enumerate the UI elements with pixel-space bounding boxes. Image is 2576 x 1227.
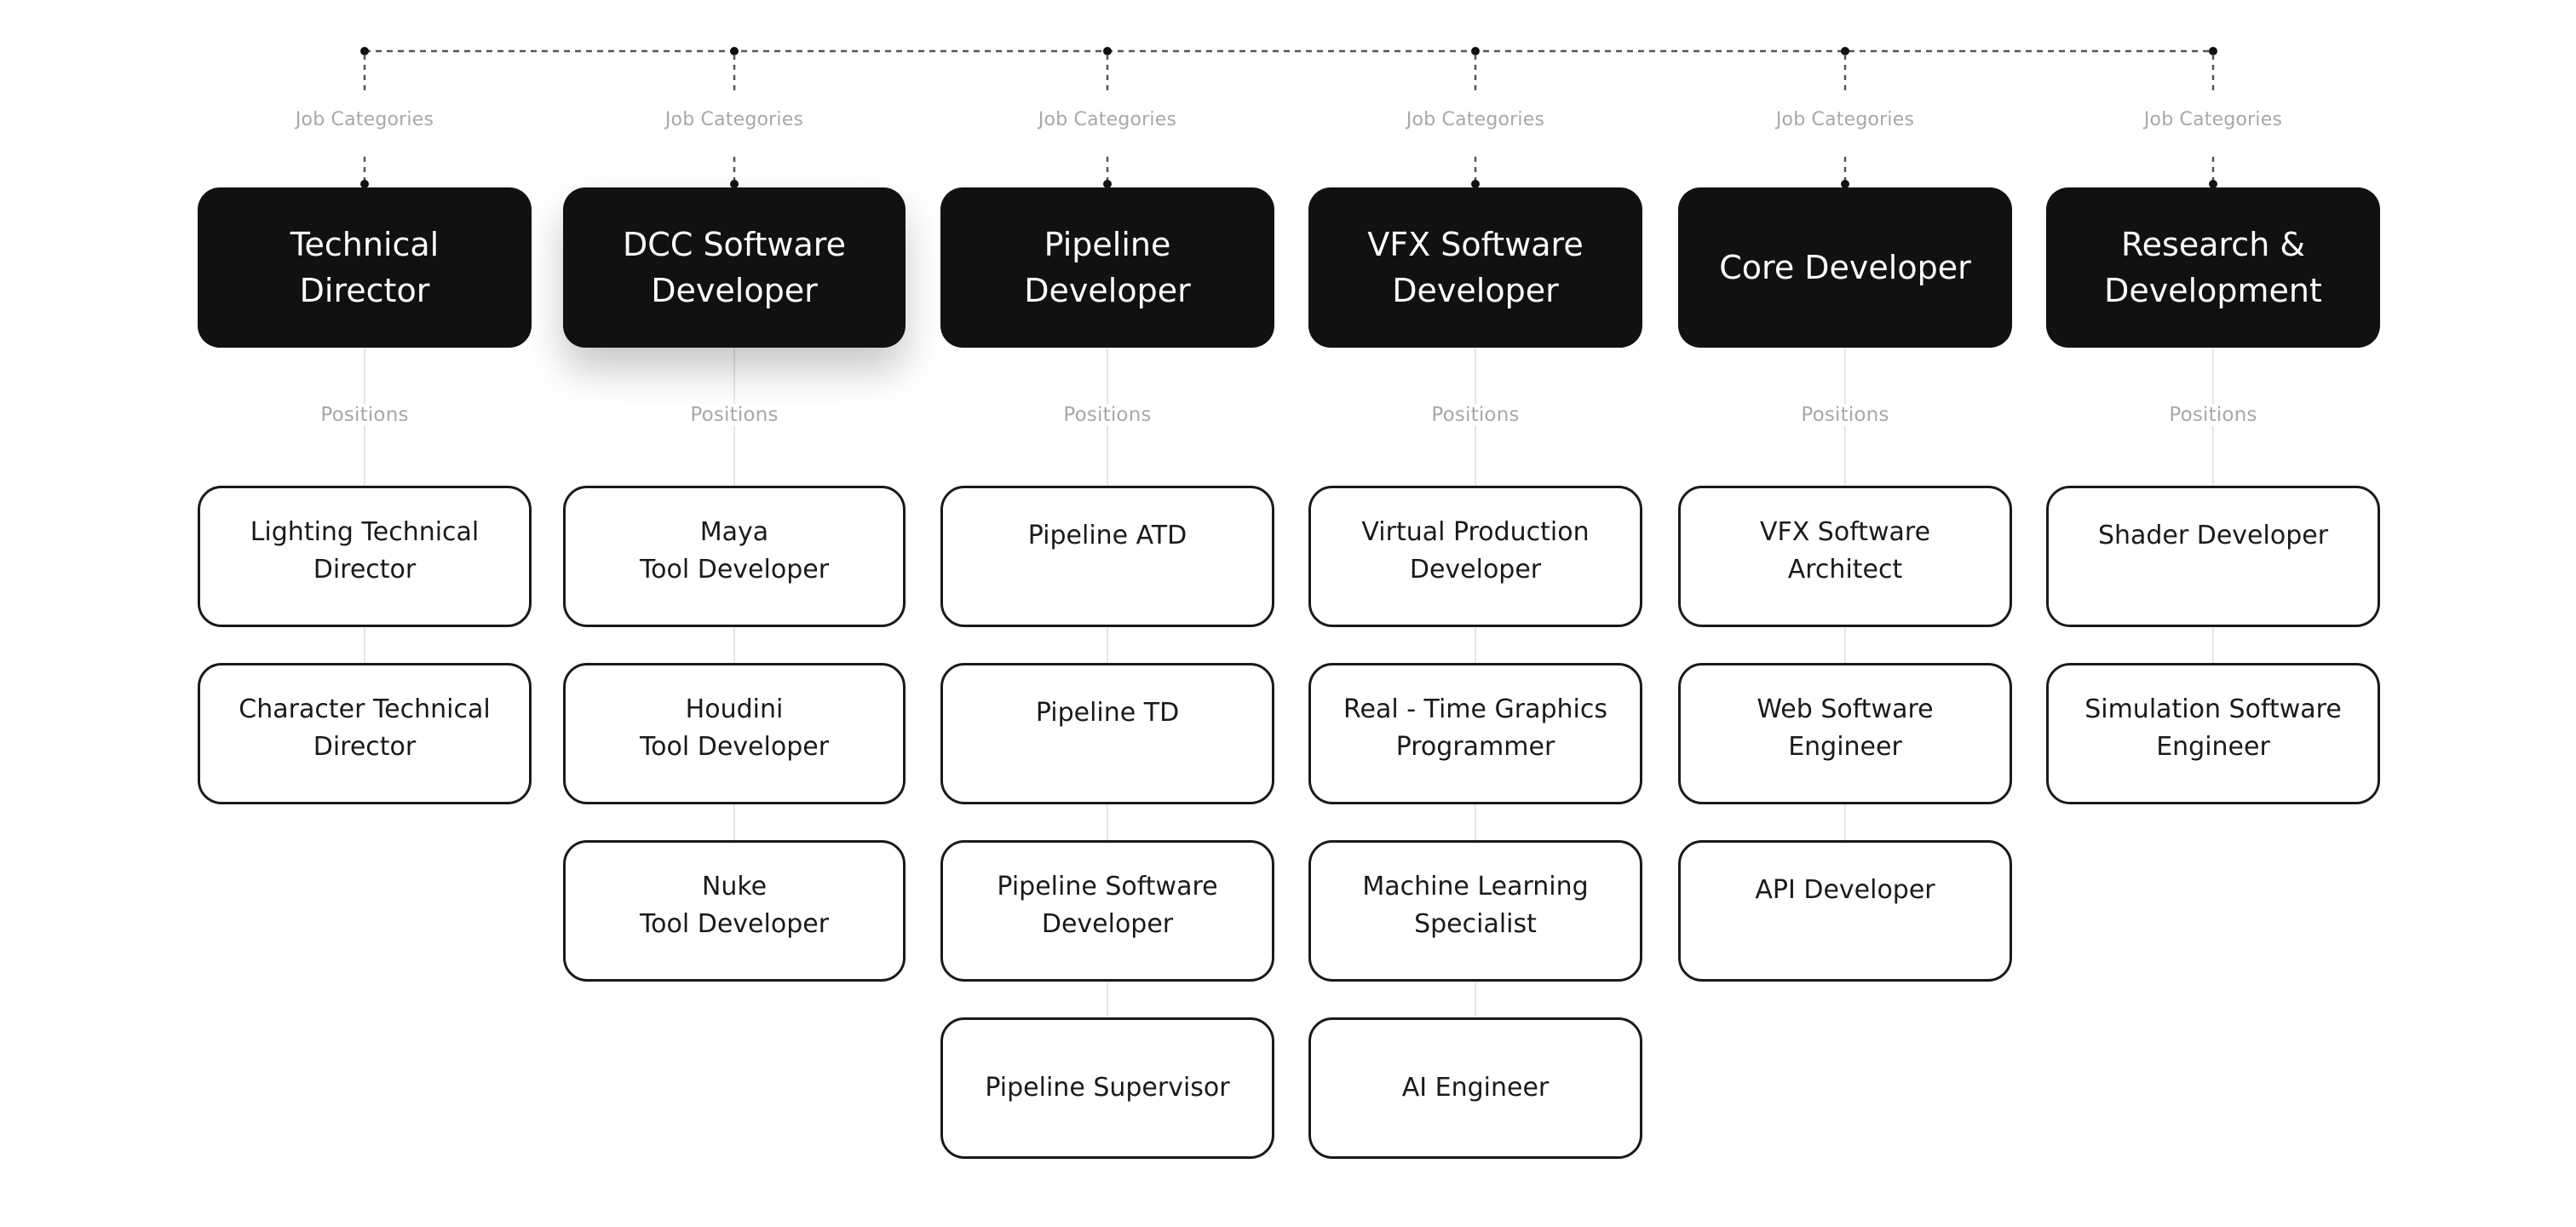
category-dcc-software-developer[interactable]: DCC Software Developer [563,187,906,348]
category-anchor-dot [360,180,369,188]
position-simulation-software-engineer[interactable]: Simulation Software Engineer [2046,663,2380,804]
positions-label: Positions [2102,404,2324,426]
positions-label: Positions [1734,404,1956,426]
category-anchor-dot [2209,180,2217,188]
category-anchor-dot [730,180,739,188]
position-pipeline-supervisor[interactable]: Pipeline Supervisor [940,1017,1274,1159]
position-virtual-production-developer[interactable]: Virtual Production Developer [1308,486,1642,627]
bus-node-dot [2209,47,2217,55]
bus-node-dot [1841,47,1849,55]
category-anchor-dot [1103,180,1112,188]
category-technical-director[interactable]: Technical Director [198,187,532,348]
positions-label: Positions [1365,404,1586,426]
position-real-time-graphics-programmer[interactable]: Real - Time Graphics Programmer [1308,663,1642,804]
position-houdini-tool-developer[interactable]: Houdini Tool Developer [563,663,906,804]
job-categories-label: Job Categories [1038,109,1177,130]
positions-label: Positions [624,404,845,426]
job-categories-label: Job Categories [664,109,804,130]
category-pipeline-developer[interactable]: Pipeline Developer [940,187,1274,348]
category-core-developer[interactable]: Core Developer [1678,187,2012,348]
job-categories-label: Job Categories [2143,109,2283,130]
category-anchor-dot [1841,180,1849,188]
position-pipeline-atd[interactable]: Pipeline ATD [940,486,1274,627]
bus-node-dot [1471,47,1480,55]
positions-label: Positions [254,404,475,426]
position-pipeline-software-developer[interactable]: Pipeline Software Developer [940,840,1274,982]
position-machine-learning-specialist[interactable]: Machine Learning Specialist [1308,840,1642,982]
position-ai-engineer[interactable]: AI Engineer [1308,1017,1642,1159]
category-research-development[interactable]: Research & Development [2046,187,2380,348]
category-vfx-software-developer[interactable]: VFX Software Developer [1308,187,1642,348]
position-web-software-engineer[interactable]: Web Software Engineer [1678,663,2012,804]
position-lighting-technical-director[interactable]: Lighting Technical Director [198,486,532,627]
position-shader-developer[interactable]: Shader Developer [2046,486,2380,627]
position-nuke-tool-developer[interactable]: Nuke Tool Developer [563,840,906,982]
bus-node-dot [730,47,739,55]
positions-label: Positions [997,404,1218,426]
category-anchor-dot [1471,180,1480,188]
position-maya-tool-developer[interactable]: Maya Tool Developer [563,486,906,627]
bus-node-dot [360,47,369,55]
position-pipeline-td[interactable]: Pipeline TD [940,663,1274,804]
job-categories-label: Job Categories [295,109,434,130]
position-vfx-software-architect[interactable]: VFX Software Architect [1678,486,2012,627]
job-categories-label: Job Categories [1406,109,1545,130]
position-character-technical-director[interactable]: Character Technical Director [198,663,532,804]
position-api-developer[interactable]: API Developer [1678,840,2012,982]
bus-node-dot [1103,47,1112,55]
job-categories-label: Job Categories [1775,109,1915,130]
